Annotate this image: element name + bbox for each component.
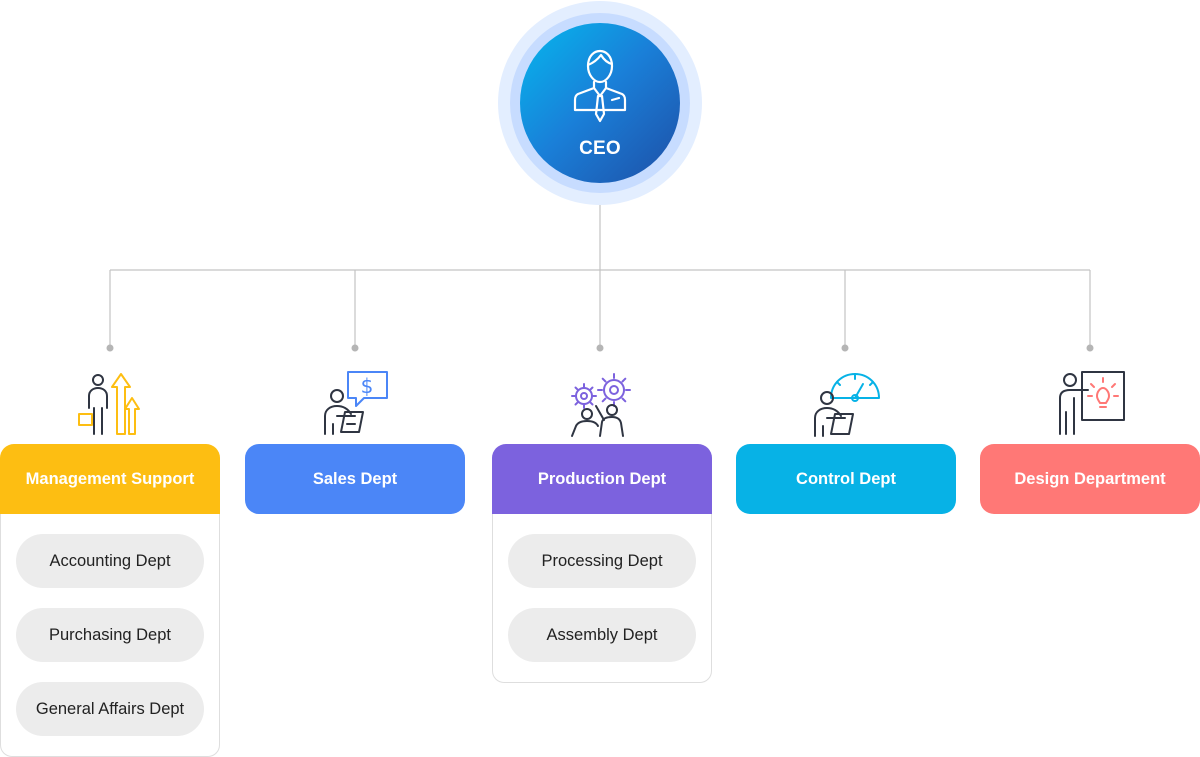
subdept-assembly[interactable]: Assembly Dept (508, 608, 696, 662)
subdept-purchasing[interactable]: Purchasing Dept (16, 608, 204, 662)
dept-design[interactable]: Design Department (980, 444, 1200, 514)
connector-dot-design (1086, 344, 1094, 352)
ceo-title: CEO (579, 138, 621, 159)
production-subdepts: Processing Dept Assembly Dept (492, 514, 712, 683)
subdept-general-affairs[interactable]: General Affairs Dept (16, 682, 204, 736)
management-support-subdepts: Accounting Dept Purchasing Dept General … (0, 514, 220, 757)
dept-production[interactable]: Production Dept (492, 444, 712, 514)
businessman-icon (573, 49, 627, 123)
connector-dot-management (106, 344, 114, 352)
dept-control[interactable]: Control Dept (736, 444, 956, 514)
connector-dot-production (596, 344, 604, 352)
ceo-node[interactable] (520, 23, 680, 183)
gauge-person-icon (814, 373, 880, 437)
sales-dollar-bubble-icon: $ (324, 371, 388, 435)
dept-management-support[interactable]: Management Support (0, 444, 220, 514)
gears-team-icon (571, 373, 631, 437)
growth-arrows-person-icon (78, 373, 140, 435)
subdept-processing[interactable]: Processing Dept (508, 534, 696, 588)
dept-sales[interactable]: Sales Dept (245, 444, 465, 514)
subdept-accounting[interactable]: Accounting Dept (16, 534, 204, 588)
svg-text:$: $ (361, 374, 374, 398)
connector-dot-control (841, 344, 849, 352)
connector-dot-sales (351, 344, 359, 352)
presentation-idea-icon (1059, 371, 1125, 435)
